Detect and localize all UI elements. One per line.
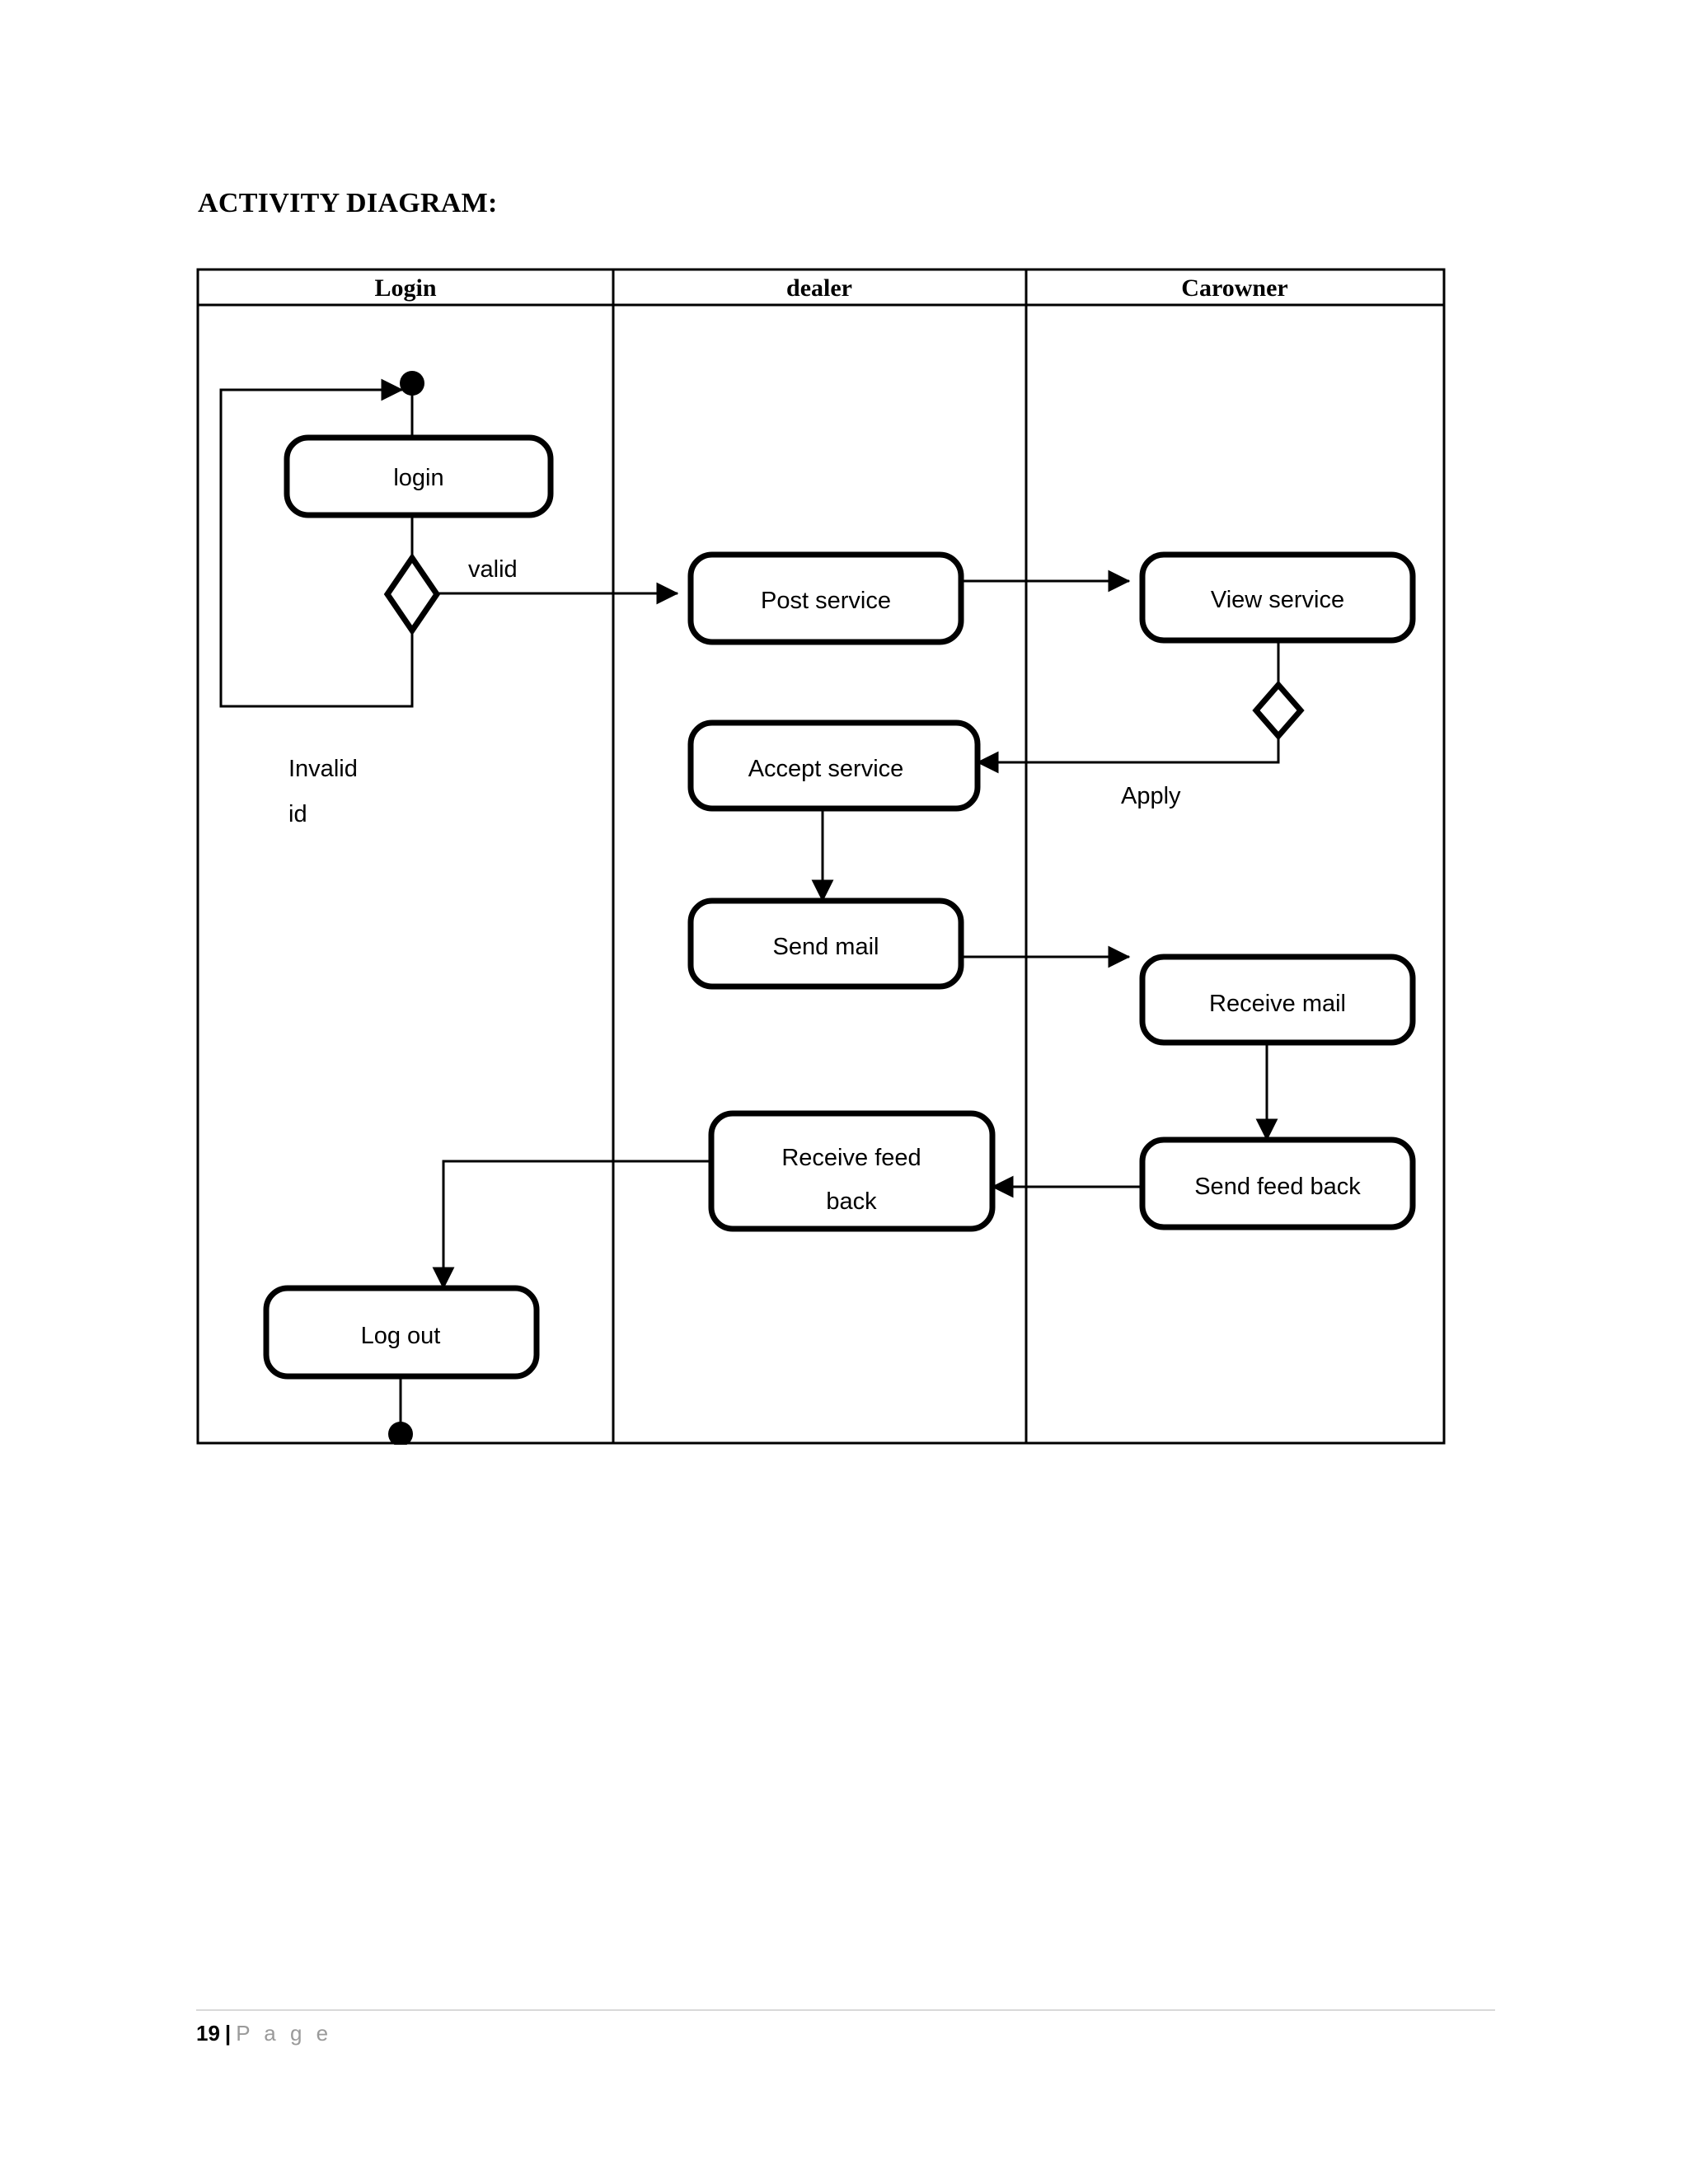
activity-node-accept-service[interactable]: Accept service <box>687 719 981 812</box>
activity-node-receive-feed-back[interactable]: Receive feed back <box>708 1110 996 1232</box>
activity-node-login-label: login <box>393 465 443 491</box>
activity-node-view-service[interactable]: View service <box>1139 551 1416 644</box>
lane-header-carowner: Carowner <box>1181 274 1287 302</box>
activity-node-receive-mail-label: Receive mail <box>1209 991 1346 1017</box>
page-title: ACTIVITY DIAGRAM: <box>198 188 498 218</box>
lane-header-dealer: dealer <box>786 274 852 302</box>
activity-node-post-service[interactable]: Post service <box>687 551 964 645</box>
activity-node-send-feed-back-label: Send feed back <box>1194 1174 1361 1200</box>
footer-page-number: 19 <box>196 2021 220 2046</box>
page-footer: 19|P a g e <box>196 2021 332 2046</box>
activity-node-receive-mail[interactable]: Receive mail <box>1139 954 1416 1046</box>
activity-node-send-mail[interactable]: Send mail <box>687 898 964 990</box>
decision-node-valid <box>383 552 441 636</box>
decision-node-apply <box>1252 680 1305 741</box>
activity-node-log-out-label: Log out <box>361 1323 441 1349</box>
final-node <box>388 1422 413 1445</box>
edge-label-invalid-line2: id <box>288 801 307 827</box>
edge-receive-feed-back-to-log-out <box>432 1160 711 1290</box>
lane-header-login: Login <box>374 274 436 302</box>
footer-separator: | <box>224 2021 232 2046</box>
activity-node-log-out[interactable]: Log out <box>263 1285 540 1380</box>
activity-node-send-feed-back[interactable]: Send feed back <box>1139 1137 1416 1230</box>
edge-apply-to-accept-service <box>976 736 1280 774</box>
activity-node-view-service-label: View service <box>1211 587 1344 613</box>
footer-page-word: P a g e <box>236 2021 333 2046</box>
activity-node-post-service-label: Post service <box>761 588 891 614</box>
activity-node-receive-feed-back-label-line2: back <box>826 1188 877 1215</box>
edge-label-valid: valid <box>468 556 518 583</box>
edge-label-apply: Apply <box>1121 783 1181 809</box>
initial-node <box>400 371 424 396</box>
activity-node-receive-feed-back-label-line1: Receive feed <box>781 1145 921 1171</box>
footer-divider <box>196 2009 1495 2011</box>
edge-invalid-loop <box>219 378 414 708</box>
diagram-connectors <box>219 378 1280 1425</box>
activity-diagram: Login dealer Carowner <box>196 268 1446 1445</box>
activity-node-login[interactable]: login <box>284 434 554 518</box>
edge-label-invalid-line1: Invalid <box>288 756 358 782</box>
activity-node-send-mail-label: Send mail <box>773 934 879 960</box>
activity-node-accept-service-label: Accept service <box>748 756 904 782</box>
